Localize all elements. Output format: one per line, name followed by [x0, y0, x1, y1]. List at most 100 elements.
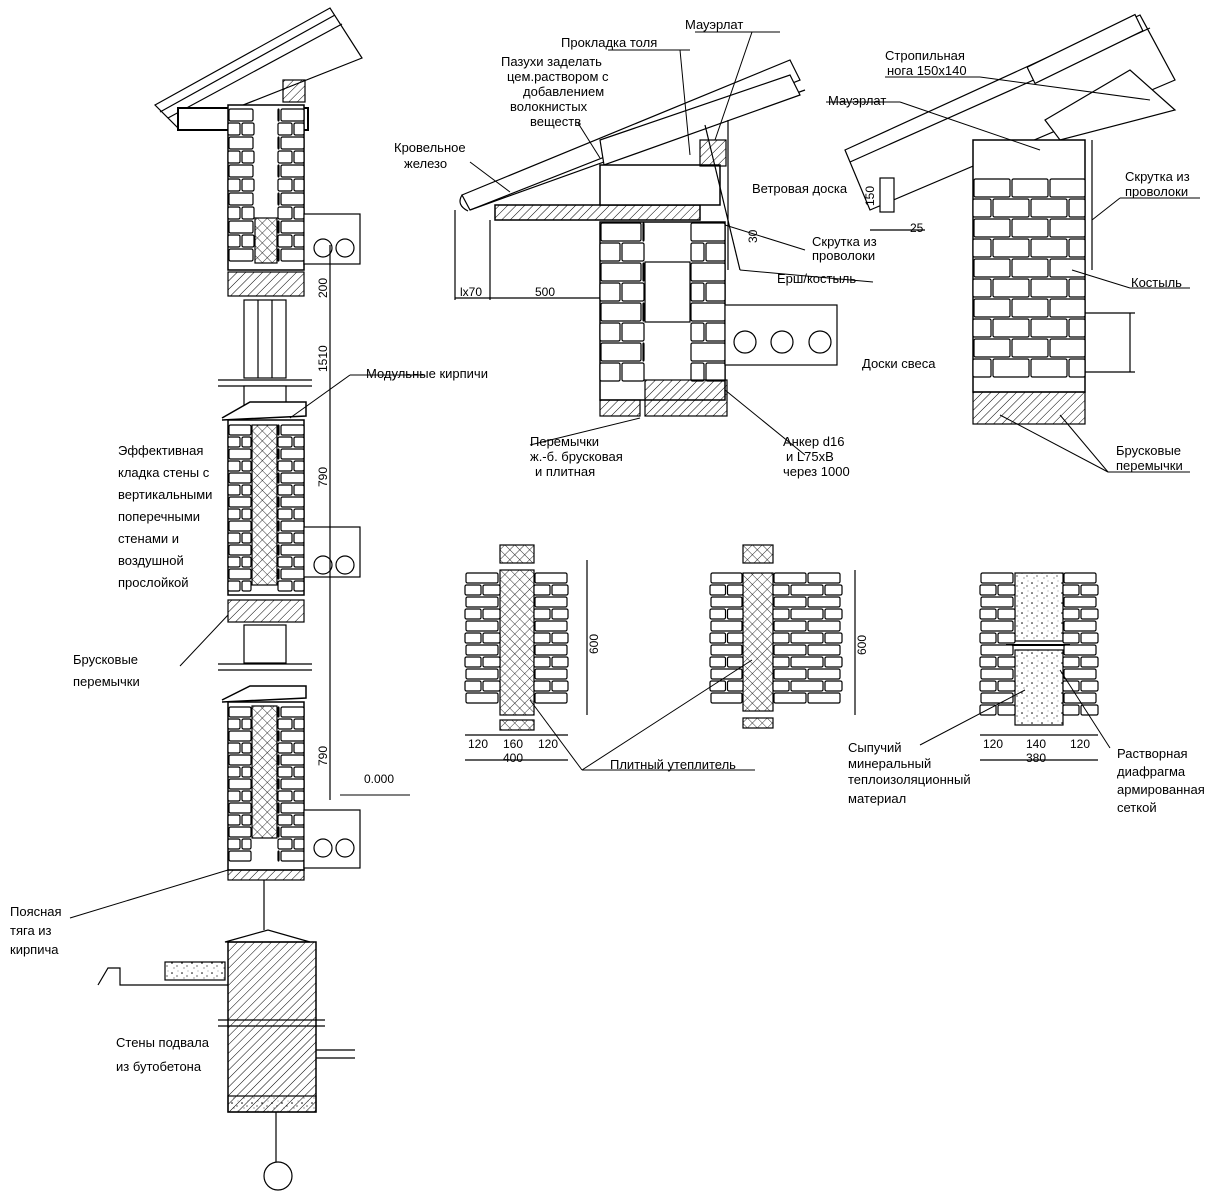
brick	[465, 596, 499, 608]
dim-lx70: lх70	[460, 285, 482, 299]
brick	[227, 122, 241, 136]
svg-text:нога 150х140: нога 150х140	[887, 63, 967, 78]
brick	[979, 608, 997, 620]
svg-text:тяга из: тяга из	[10, 923, 52, 938]
brick	[228, 136, 254, 150]
brick	[1080, 584, 1099, 596]
brick	[277, 192, 280, 206]
brick	[1062, 608, 1080, 620]
brick	[980, 596, 1014, 608]
brick	[992, 238, 1030, 258]
brick	[465, 668, 499, 680]
brick	[997, 656, 1016, 668]
svg-text:400: 400	[503, 751, 523, 765]
brick	[228, 568, 252, 580]
brick	[280, 472, 305, 484]
svg-text:прослойкой: прослойкой	[118, 575, 189, 590]
brick	[997, 608, 1016, 620]
brick	[1068, 198, 1086, 218]
svg-text:и L75хВ: и L75хВ	[786, 449, 834, 464]
brick	[705, 282, 726, 302]
label-rafter: Стропильная нога 150х140	[885, 48, 967, 78]
brick	[277, 532, 293, 544]
svg-text:Стены подвала: Стены подвала	[116, 1035, 210, 1050]
brick	[228, 496, 252, 508]
label-ruff-crutch: Ерш/костыль	[777, 271, 856, 286]
brick	[241, 838, 252, 850]
brick	[277, 850, 280, 862]
brick	[228, 192, 254, 206]
brick	[277, 838, 293, 850]
brick	[1049, 258, 1086, 278]
brick	[280, 544, 305, 556]
floor-slab-1	[303, 213, 361, 265]
brick	[280, 850, 305, 862]
brick	[228, 520, 252, 532]
plan1-dimensions: 120 160 120 400 600	[468, 634, 601, 765]
brick	[280, 568, 305, 580]
svg-text:сеткой: сеткой	[1117, 800, 1157, 815]
brick	[533, 608, 551, 620]
leaders-eaves	[469, 31, 874, 456]
brick	[464, 680, 482, 692]
brick	[228, 802, 252, 814]
brick	[482, 608, 501, 620]
brick	[1062, 584, 1080, 596]
brick	[599, 282, 621, 302]
brick	[642, 262, 645, 282]
brick	[1080, 632, 1099, 644]
svg-text:ж.-б. брусковая: ж.-б. брусковая	[530, 449, 623, 464]
brick	[1068, 278, 1086, 298]
brick	[277, 802, 280, 814]
brick	[773, 692, 807, 704]
brick	[979, 680, 997, 692]
label-anchor: Анкер d16 и L75хВ через 1000	[783, 434, 850, 479]
brick	[227, 790, 241, 802]
svg-text:380: 380	[1026, 751, 1046, 765]
brick	[464, 608, 482, 620]
brick	[280, 496, 305, 508]
label-wire-twist-2: Скрутка из проволоки	[1125, 169, 1190, 199]
brick	[772, 680, 790, 692]
brick	[465, 644, 499, 656]
label-mortar-diaphragm: Растворная диафрагма армированная сеткой	[1117, 746, 1205, 815]
svg-text:стенами и: стенами и	[118, 531, 179, 546]
leaders-plans	[529, 659, 1111, 771]
brick	[482, 584, 501, 596]
svg-text:Растворная: Растворная	[1117, 746, 1188, 761]
svg-text:120: 120	[468, 737, 488, 751]
svg-text:120: 120	[1070, 737, 1090, 751]
brick	[277, 790, 293, 802]
dim-25: 25	[910, 221, 924, 235]
brick	[293, 508, 305, 520]
brick	[709, 680, 727, 692]
brick	[600, 342, 642, 362]
brick	[277, 730, 280, 742]
brick	[293, 178, 305, 192]
brick	[1011, 258, 1049, 278]
label-basement-walls: Стены подвала из бутобетона	[116, 1035, 210, 1074]
brick	[277, 778, 280, 790]
plan-section-slab-insulation	[464, 544, 588, 761]
brick	[277, 520, 280, 532]
svg-text:перемычки: перемычки	[1116, 458, 1183, 473]
brick	[228, 850, 252, 862]
brick	[1030, 358, 1068, 378]
brick	[227, 436, 241, 448]
brick	[726, 584, 744, 596]
svg-text:теплоизоляционный: теплоизоляционный	[848, 772, 971, 787]
brick	[824, 632, 843, 644]
plan-section-brick-insulation	[709, 544, 856, 729]
brick	[228, 448, 252, 460]
svg-text:Анкер d16: Анкер d16	[783, 434, 844, 449]
brick	[551, 584, 569, 596]
brick	[790, 608, 824, 620]
dim-790-b: 790	[316, 746, 330, 766]
brick	[726, 608, 744, 620]
brick	[227, 460, 241, 472]
brick	[533, 656, 551, 668]
brick	[241, 790, 252, 802]
brick	[277, 766, 293, 778]
brick	[1011, 178, 1049, 198]
brick	[227, 556, 241, 568]
